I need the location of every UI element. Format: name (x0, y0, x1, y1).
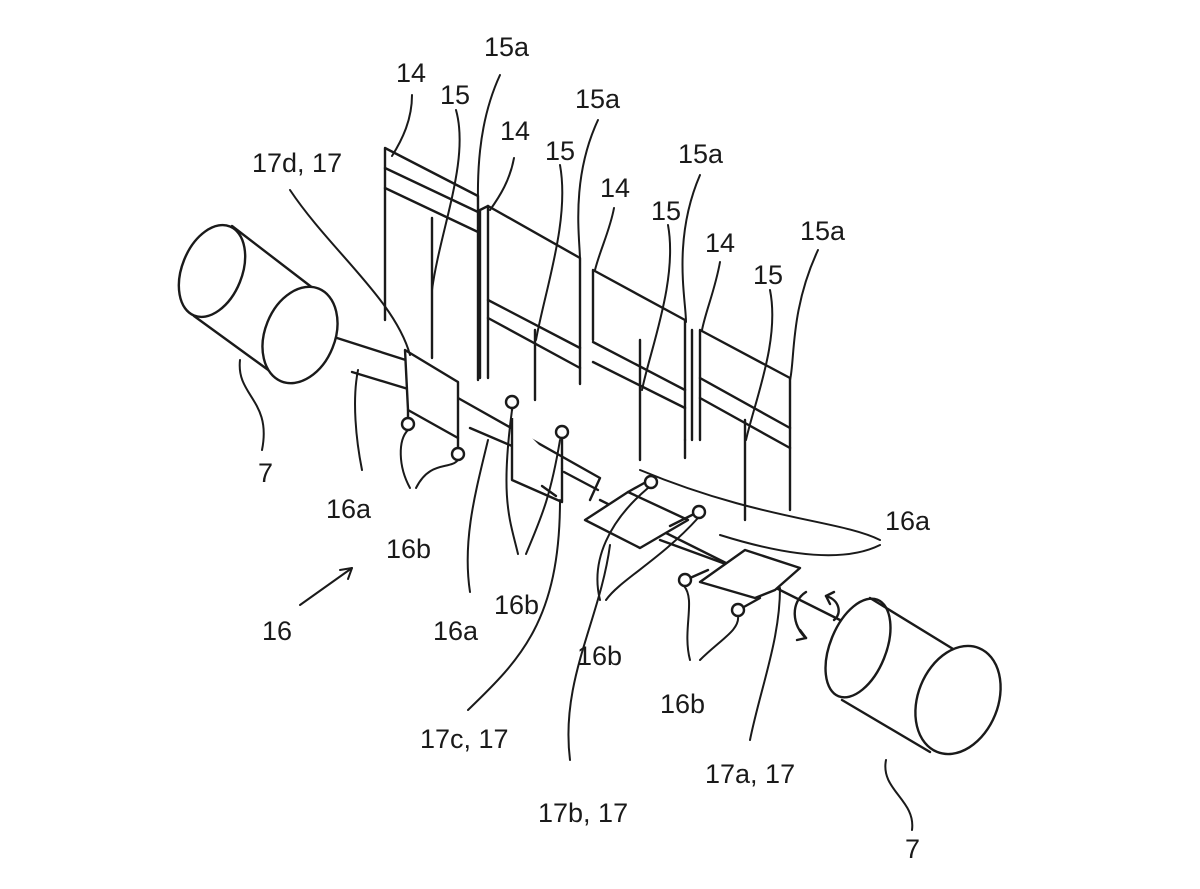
label-cam-16b-4: 16b (660, 689, 705, 719)
label-cam-17b: 17b, 17 (538, 798, 628, 828)
leader-lines (238, 74, 914, 831)
label-shaft-16a-left: 16a (326, 494, 372, 524)
label-part-15-4: 15 (753, 260, 783, 290)
rotation-arrow (793, 590, 840, 642)
label-cam-16b-2: 16b (494, 590, 539, 620)
label-blade-14-4: 14 (705, 228, 735, 258)
label-blade-14-2: 14 (500, 116, 530, 146)
roll-left (177, 223, 339, 385)
blade-assembly-1 (383, 146, 480, 382)
label-part-15-1: 15 (440, 80, 470, 110)
label-cam-16b-1: 16b (386, 534, 431, 564)
cam-17a (677, 548, 802, 618)
label-part-15a-4: 15a (800, 216, 846, 246)
roll-right (824, 596, 1002, 756)
label-blade-14-1: 14 (396, 58, 426, 88)
label-cam-16b-3: 16b (577, 641, 622, 671)
label-blade-14-3: 14 (600, 173, 630, 203)
blade-assembly-4 (698, 328, 792, 522)
label-part-15a-2: 15a (575, 84, 621, 114)
label-part-15-2: 15 (545, 136, 575, 166)
cam-17b (583, 474, 707, 550)
blade-assembly-3 (591, 268, 694, 462)
label-part-15a-1: 15a (484, 32, 530, 62)
reference-labels: 7 7 16 16a 16a 16a 16b 16b 16b 16b 17d, … (252, 32, 931, 864)
label-roll-right: 7 (905, 834, 920, 864)
label-camshaft-assembly: 16 (262, 616, 292, 646)
label-shaft-16a-mid: 16a (433, 616, 479, 646)
label-roll-left: 7 (258, 458, 273, 488)
label-part-15a-3: 15a (678, 139, 724, 169)
cam-17d (400, 348, 466, 462)
label-cam-17c: 17c, 17 (420, 724, 509, 754)
label-cam-17a: 17a, 17 (705, 759, 795, 789)
label-part-15-3: 15 (651, 196, 681, 226)
blade-assembly-2 (478, 204, 582, 402)
label-cam-17d: 17d, 17 (252, 148, 342, 178)
label-shaft-16a-right: 16a (885, 506, 931, 536)
